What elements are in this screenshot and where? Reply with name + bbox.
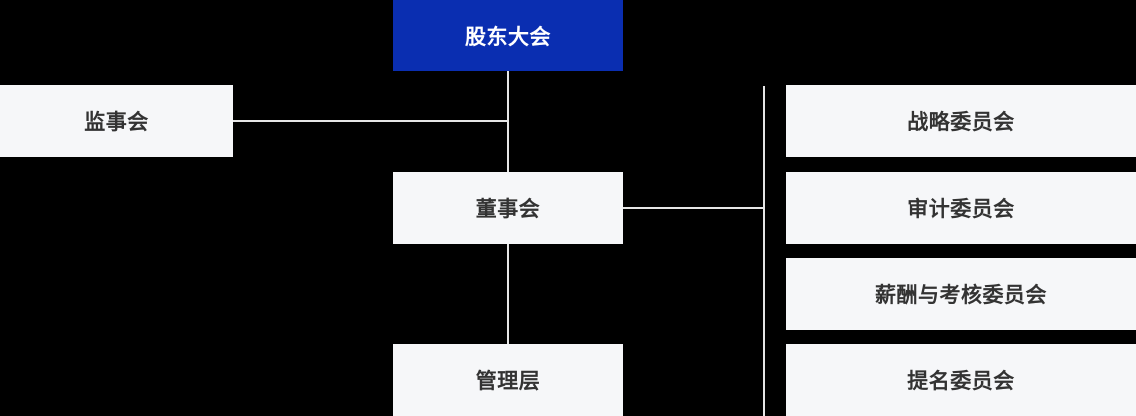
node-shareholders-meeting-label: 股东大会 bbox=[465, 25, 551, 49]
node-remuneration-assessment-committee-label: 薪酬与考核委员会 bbox=[875, 284, 1047, 307]
node-nomination-committee: 提名委员会 bbox=[786, 344, 1136, 416]
node-audit-committee: 审计委员会 bbox=[786, 172, 1136, 244]
node-strategy-committee: 战略委员会 bbox=[786, 85, 1136, 157]
connector-committees-rail bbox=[763, 86, 765, 416]
node-board-of-directors-label: 董事会 bbox=[475, 198, 541, 221]
connector-supervisory-to-center bbox=[233, 120, 509, 122]
node-supervisory-board-label: 监事会 bbox=[84, 111, 149, 134]
node-management-label: 管理层 bbox=[475, 370, 541, 393]
connector-board-to-committees bbox=[623, 207, 765, 209]
node-strategy-committee-label: 战略委员会 bbox=[907, 111, 1015, 134]
node-management: 管理层 bbox=[393, 344, 623, 416]
node-shareholders-meeting: 股东大会 bbox=[393, 0, 623, 71]
node-audit-committee-label: 审计委员会 bbox=[907, 198, 1015, 221]
connector-board-to-management bbox=[507, 244, 509, 344]
node-board-of-directors: 董事会 bbox=[393, 172, 623, 244]
node-remuneration-assessment-committee: 薪酬与考核委员会 bbox=[786, 258, 1136, 330]
node-supervisory-board: 监事会 bbox=[0, 85, 233, 157]
node-nomination-committee-label: 提名委员会 bbox=[907, 370, 1015, 393]
